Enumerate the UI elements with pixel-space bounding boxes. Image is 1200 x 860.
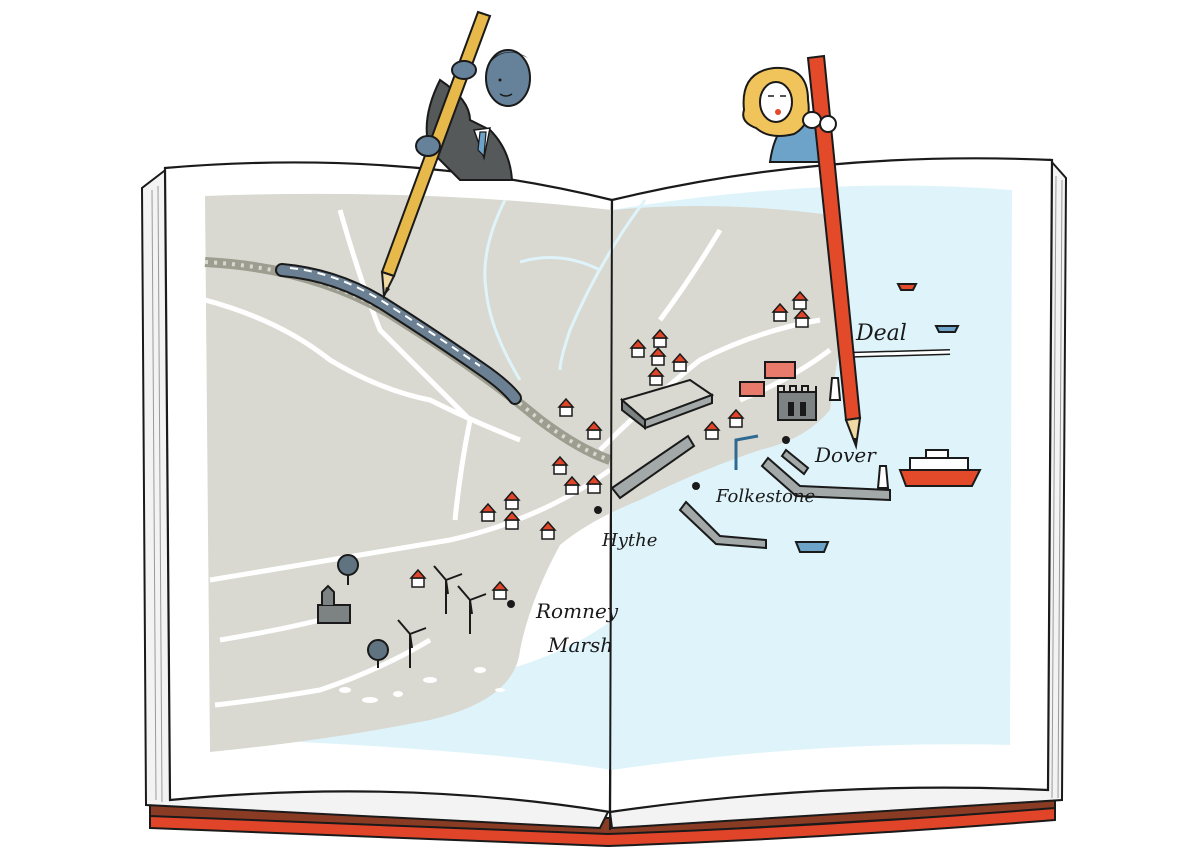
hair xyxy=(488,52,528,66)
label-deal: Deal xyxy=(855,321,907,346)
tree-icon xyxy=(337,554,389,668)
station-building xyxy=(619,378,715,431)
house-icon xyxy=(557,397,575,417)
location-dots xyxy=(507,436,790,608)
castle-icon xyxy=(777,385,817,421)
deal-pier xyxy=(841,349,951,358)
house-icon xyxy=(503,490,521,510)
ferry-icon xyxy=(898,449,982,487)
house-icon xyxy=(651,328,669,348)
rivers xyxy=(483,199,647,381)
label-romney: Romney xyxy=(535,599,619,623)
harbour-piers xyxy=(610,434,891,550)
place-labels: Deal Dover Folkestone Hythe Romney Marsh xyxy=(535,321,907,657)
windmill-icon xyxy=(397,565,487,668)
church-icon xyxy=(317,584,351,624)
pencil-icon xyxy=(806,54,862,450)
house-icon xyxy=(539,520,557,540)
man-hands xyxy=(415,60,477,157)
label-dover: Dover xyxy=(814,443,877,467)
house-icon xyxy=(727,408,745,428)
land xyxy=(205,193,850,752)
house-icon xyxy=(703,420,721,440)
woman-hands xyxy=(802,111,837,133)
face xyxy=(759,81,793,123)
house-icon xyxy=(771,302,789,322)
crane-icon xyxy=(734,434,759,470)
tie xyxy=(477,131,487,158)
label-hythe: Hythe xyxy=(601,530,657,551)
page-lines xyxy=(151,175,1063,803)
house-icon xyxy=(671,352,689,372)
book-bottom-edge xyxy=(149,806,1056,848)
marsh-ponds xyxy=(339,667,505,703)
house-icon xyxy=(585,420,603,440)
label-marsh: Marsh xyxy=(547,633,613,657)
roads xyxy=(204,209,832,708)
map: Deal Dover Folkestone Hythe Romney Marsh xyxy=(204,185,1012,770)
train-icon xyxy=(275,263,522,405)
head xyxy=(485,49,531,107)
houses xyxy=(409,290,811,600)
house-icon xyxy=(647,366,665,386)
label-folkestone: Folkestone xyxy=(715,486,815,507)
house-icon xyxy=(791,290,809,310)
house-icon xyxy=(503,510,521,530)
book-spine xyxy=(609,199,613,831)
house-icon xyxy=(649,346,667,366)
house-icon xyxy=(585,474,603,494)
house-icon xyxy=(629,338,647,358)
lighthouse-icon xyxy=(828,377,890,489)
house-icon xyxy=(479,502,497,522)
house-icon xyxy=(551,455,569,475)
shop-building xyxy=(739,361,796,397)
house-icon xyxy=(563,475,581,495)
boat-icon xyxy=(794,283,960,553)
house-icon xyxy=(491,580,509,600)
house-icon xyxy=(793,308,811,328)
house-icon xyxy=(409,568,427,588)
